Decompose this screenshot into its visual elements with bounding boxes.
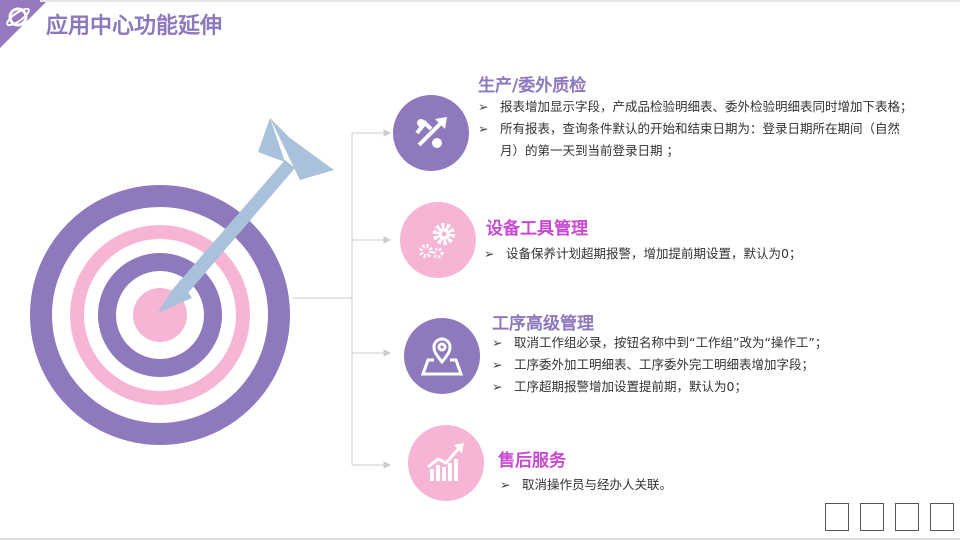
bullet-arrow-icon: ➢ xyxy=(492,379,503,394)
item-text: 取消操作员与经办人关联。 xyxy=(522,477,673,492)
growth-chart-icon xyxy=(427,443,464,481)
dart-arrow xyxy=(158,118,334,312)
connector-lines xyxy=(292,129,392,469)
section-4-items: ➢ 取消操作员与经办人关联。 xyxy=(500,474,900,496)
section-4-icon-circle xyxy=(408,425,484,501)
item-text: 工序超期报警增加设置提前期，默认为0； xyxy=(514,379,747,394)
target-outer-ring xyxy=(30,185,290,445)
target-pink-ring xyxy=(70,225,250,405)
item-text: 工序委外加工明细表、工序委外完工明细表增加字段； xyxy=(514,357,815,372)
bullet-arrow-icon: ➢ xyxy=(492,335,503,350)
list-item: ➢ 工序委外加工明细表、工序委外完工明细表增加字段； xyxy=(492,354,932,376)
section-2-items: ➢ 设备保养计划超期报警，增加提前期设置，默认为0； xyxy=(484,243,924,265)
list-item: ➢ 报表增加显示字段，产成品检验明细表、委外检验明细表同时增加下表格； xyxy=(478,96,918,118)
section-title: 售后服务 xyxy=(498,451,566,471)
bullet-arrow-icon: ➢ xyxy=(478,121,489,136)
section-1-icon-circle xyxy=(393,95,469,171)
item-text: 所有报表，查询条件默认的开始和结束日期为：登录日期所在期间（自然月）的第一天到当… xyxy=(500,121,901,158)
section-title: 工序高级管理 xyxy=(492,314,594,334)
bullet-arrow-icon: ➢ xyxy=(478,99,489,114)
bullet-arrow-icon: ➢ xyxy=(492,357,503,372)
section-2-icon-circle xyxy=(400,202,476,278)
bullet-arrow-icon: ➢ xyxy=(500,477,511,492)
item-text: 设备保养计划超期报警，增加提前期设置，默认为0； xyxy=(506,246,802,261)
section-3-items: ➢ 取消工作组必录，按钮名称中到“工作组”改为“操作工”； ➢ 工序委外加工明细表、… xyxy=(492,332,932,398)
list-item: ➢ 取消工作组必录，按钮名称中到“工作组”改为“操作工”； xyxy=(492,332,932,354)
bottom-divider xyxy=(0,538,960,540)
map-pin-icon xyxy=(420,337,464,376)
list-item: ➢ 工序超期报警增加设置提前期，默认为0； xyxy=(492,376,932,398)
section-title: 生产/委外质检 xyxy=(478,76,587,96)
gears-icon xyxy=(419,223,455,259)
section-title: 设备工具管理 xyxy=(486,219,588,239)
item-text: 报表增加显示字段，产成品检验明细表、委外检验明细表同时增加下表格； xyxy=(500,99,913,114)
section-3-icon-circle xyxy=(404,318,480,394)
empty-box xyxy=(860,503,884,531)
target-inner-ring xyxy=(98,253,222,377)
empty-box xyxy=(930,503,954,531)
bullet-arrow-icon: ➢ xyxy=(484,246,495,261)
list-item: ➢ 取消操作员与经办人关联。 xyxy=(500,474,900,496)
section-1-items: ➢ 报表增加显示字段，产成品检验明细表、委外检验明细表同时增加下表格； ➢ 所有报表… xyxy=(478,96,918,162)
page-title: 应用中心功能延伸 xyxy=(46,14,223,39)
empty-box xyxy=(895,503,919,531)
top-divider xyxy=(40,0,960,2)
item-text: 取消工作组必录，按钮名称中到“工作组”改为“操作工”； xyxy=(514,335,828,350)
share-arrows-icon xyxy=(415,117,447,148)
list-item: ➢ 所有报表，查询条件默认的开始和结束日期为：登录日期所在期间（自然月）的第一天到… xyxy=(478,118,918,162)
empty-box xyxy=(825,503,849,531)
planet-icon xyxy=(6,7,30,27)
list-item: ➢ 设备保养计划超期报警，增加提前期设置，默认为0； xyxy=(484,243,924,265)
